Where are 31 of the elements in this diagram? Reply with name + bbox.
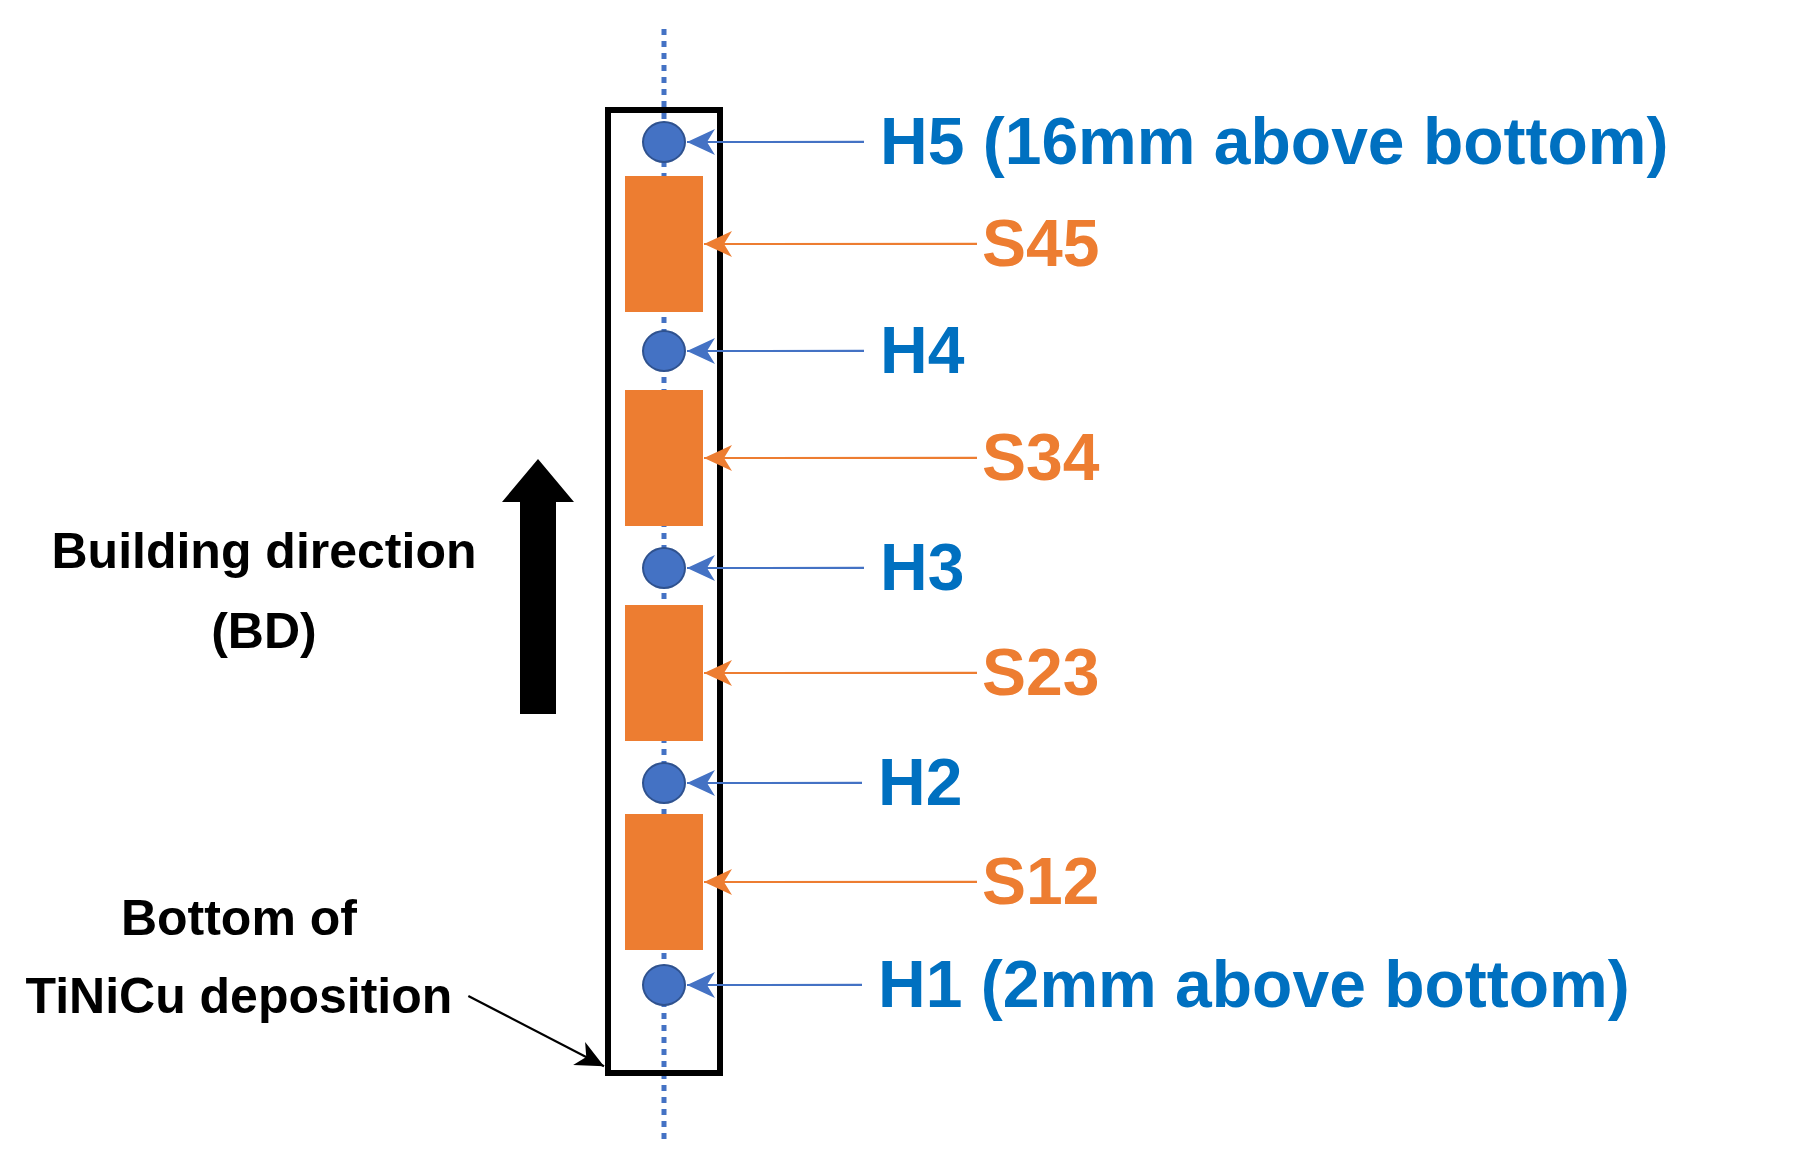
sample-label: S23 [982,635,1100,711]
measurement-dot [642,330,686,372]
leader-arrow [687,770,862,796]
callout-label: Bottom of TiNiCu deposition [25,879,453,1035]
measurement-dot [642,121,686,163]
measurement-dot [642,964,686,1006]
position-label: H3 [880,530,965,606]
sample-label: S45 [982,206,1100,282]
leader-arrow [687,972,862,998]
sample-block [625,390,703,526]
leader-arrow [687,338,864,364]
leader-arrow [704,869,977,895]
sample-label: S12 [982,844,1100,920]
sample-block [625,814,703,950]
direction-label: Building direction (BD) [51,522,477,661]
leader-arrow [704,660,977,686]
leader-arrow [704,231,977,257]
leader-arrow [687,129,864,155]
measurement-dot [642,762,686,804]
sample-label: S34 [982,420,1100,496]
leader-arrow [467,995,605,1068]
specimen-bar [605,107,723,1076]
measurement-dot [642,547,686,589]
leader-arrow [687,555,864,581]
position-label: H2 [878,745,963,821]
leader-arrow [704,445,977,471]
position-label: H4 [880,313,965,389]
sample-block [625,176,703,312]
position-label: H1 (2mm above bottom) [878,947,1630,1023]
sample-block [625,605,703,741]
position-label: H5 (16mm above bottom) [880,104,1669,180]
